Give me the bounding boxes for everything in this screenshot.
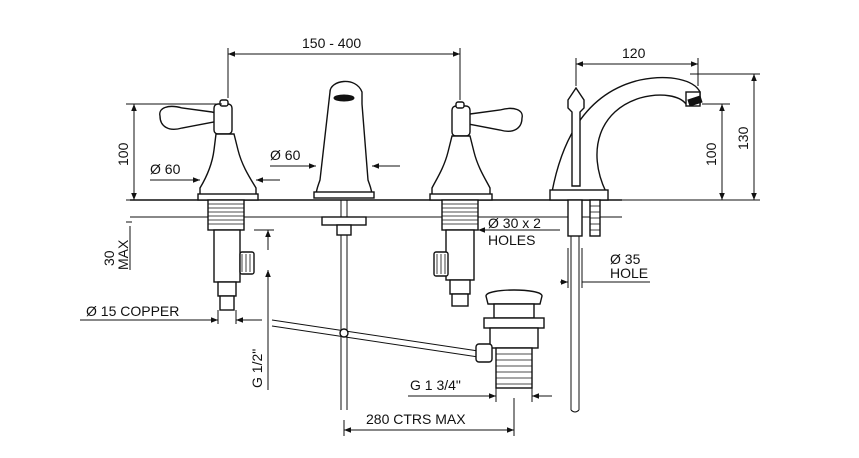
dim-holes-line2: HOLES xyxy=(488,232,535,248)
dim-dia-60-handle: Ø 60 xyxy=(150,161,181,177)
center-spout xyxy=(313,80,375,236)
popup-rod xyxy=(271,235,486,410)
dim-30-max-label: MAX xyxy=(115,239,131,270)
dim-g-half: G 1/2" xyxy=(249,349,265,388)
dim-hole35-line1: Ø 35 xyxy=(610,251,641,267)
dim-height-100-right: 100 xyxy=(703,142,719,166)
dim-holes-line1: Ø 30 x 2 xyxy=(488,215,541,231)
dim-hole35-line2: HOLE xyxy=(610,265,648,281)
dim-dia-60-spout: Ø 60 xyxy=(270,147,301,163)
dim-height-130: 130 xyxy=(735,126,751,150)
left-handle-valve xyxy=(159,99,259,311)
dim-handle-spacing: 150 - 400 xyxy=(302,35,361,51)
right-handle-valve xyxy=(429,101,523,307)
dim-height-100-left: 100 xyxy=(115,142,131,166)
deck-plate xyxy=(130,199,622,218)
swan-neck-spout xyxy=(549,77,703,413)
dim-spout-reach: 120 xyxy=(622,45,646,61)
dim-g-three-quarter: G 1 3/4" xyxy=(410,377,461,393)
popup-drain xyxy=(475,289,545,389)
dim-copper: Ø 15 COPPER xyxy=(86,303,179,319)
dim-ctrs-max: 280 CTRS MAX xyxy=(366,411,466,427)
dim-30-value: 30 xyxy=(101,250,117,266)
dimension-lines xyxy=(80,48,760,436)
